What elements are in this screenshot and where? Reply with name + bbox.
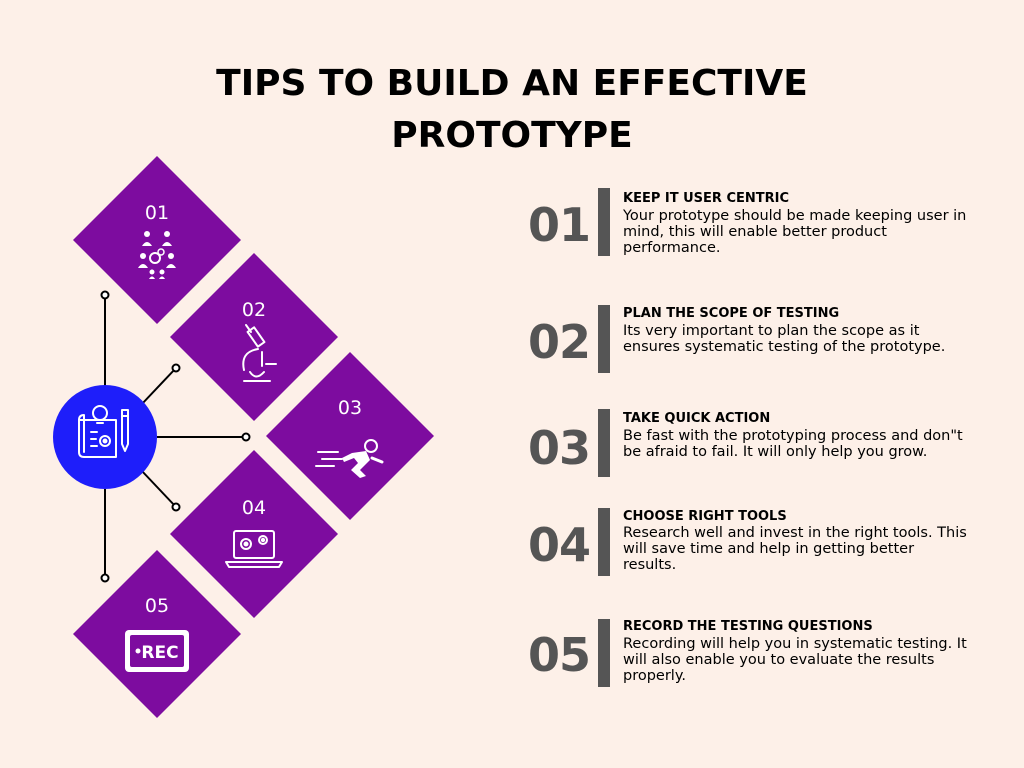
diamond-05: 05 REC bbox=[73, 550, 241, 718]
connector-dot-4 bbox=[171, 502, 181, 512]
tip-number: 05 bbox=[528, 628, 591, 682]
connector-lines bbox=[100, 290, 251, 583]
tip-description: Research well and invest in the right to… bbox=[623, 525, 967, 573]
diamond-shape bbox=[170, 450, 338, 618]
connector-dot-1 bbox=[100, 290, 110, 300]
page-title: TIPS TO BUILD AN EFFECTIVE PROTOTYPE bbox=[0, 58, 1024, 162]
tip-item-1: 01 KEEP IT USER CENTRIC Your prototype s… bbox=[528, 186, 968, 266]
tip-number: 03 bbox=[528, 421, 591, 475]
hub bbox=[53, 385, 157, 489]
diamond-number: 03 bbox=[338, 397, 362, 419]
tip-item-2: 02 PLAN THE SCOPE OF TESTING Its very im… bbox=[528, 301, 968, 381]
connector-line-2 bbox=[140, 367, 177, 406]
tip-title: PLAN THE SCOPE OF TESTING bbox=[623, 306, 840, 321]
title-line-2: PROTOTYPE bbox=[391, 115, 633, 156]
tip-description: Recording will help you in systematic te… bbox=[623, 636, 967, 684]
users-network-icon bbox=[138, 231, 176, 279]
diamond-number: 01 bbox=[145, 202, 169, 224]
svg-text:REC: REC bbox=[141, 643, 178, 663]
blueprint-idea-icon bbox=[78, 405, 129, 458]
rec-icon: REC bbox=[125, 630, 189, 672]
laptop-gears-icon bbox=[225, 530, 283, 568]
diamond-03: 03 bbox=[266, 352, 434, 520]
tip-bar bbox=[598, 409, 610, 477]
diamond-04: 04 bbox=[170, 450, 338, 618]
connector-dot-2 bbox=[171, 363, 181, 373]
diamond-shape bbox=[266, 352, 434, 520]
tip-title: TAKE QUICK ACTION bbox=[623, 411, 771, 426]
diamond-number: 02 bbox=[242, 299, 266, 321]
diamond-01: 01 bbox=[73, 156, 241, 324]
connector-dot-3 bbox=[241, 432, 251, 442]
tip-bar bbox=[598, 508, 610, 576]
tip-bar bbox=[598, 188, 610, 256]
diamond-shape bbox=[73, 156, 241, 324]
tip-title: CHOOSE RIGHT TOOLS bbox=[623, 509, 787, 524]
tip-title: RECORD THE TESTING QUESTIONS bbox=[623, 619, 873, 634]
tip-number: 04 bbox=[528, 518, 591, 572]
tip-description: Its very important to plan the scope as … bbox=[623, 323, 946, 355]
connector-line-4 bbox=[140, 469, 177, 508]
tip-description: Your prototype should be made keeping us… bbox=[623, 208, 967, 256]
tip-bar bbox=[598, 305, 610, 373]
diamond-02: 02 bbox=[170, 253, 338, 421]
diamond-shape bbox=[170, 253, 338, 421]
microscope-icon bbox=[242, 324, 277, 382]
tip-item-3: 03 TAKE QUICK ACTION Be fast with the pr… bbox=[528, 406, 968, 486]
diamond-number: 04 bbox=[242, 497, 266, 519]
diamond-number: 05 bbox=[145, 595, 169, 617]
title-line-1: TIPS TO BUILD AN EFFECTIVE bbox=[216, 63, 808, 104]
running-person-icon bbox=[315, 439, 384, 478]
tip-number: 02 bbox=[528, 315, 591, 369]
connector-dot-5 bbox=[100, 573, 110, 583]
tip-title: KEEP IT USER CENTRIC bbox=[623, 191, 790, 206]
tip-number: 01 bbox=[528, 198, 591, 252]
tip-item-5: 05 RECORD THE TESTING QUESTIONS Recordin… bbox=[528, 614, 968, 694]
tip-bar bbox=[598, 619, 610, 687]
tip-description: Be fast with the prototyping process and… bbox=[623, 428, 963, 460]
tip-item-4: 04 CHOOSE RIGHT TOOLS Research well and … bbox=[528, 505, 968, 585]
